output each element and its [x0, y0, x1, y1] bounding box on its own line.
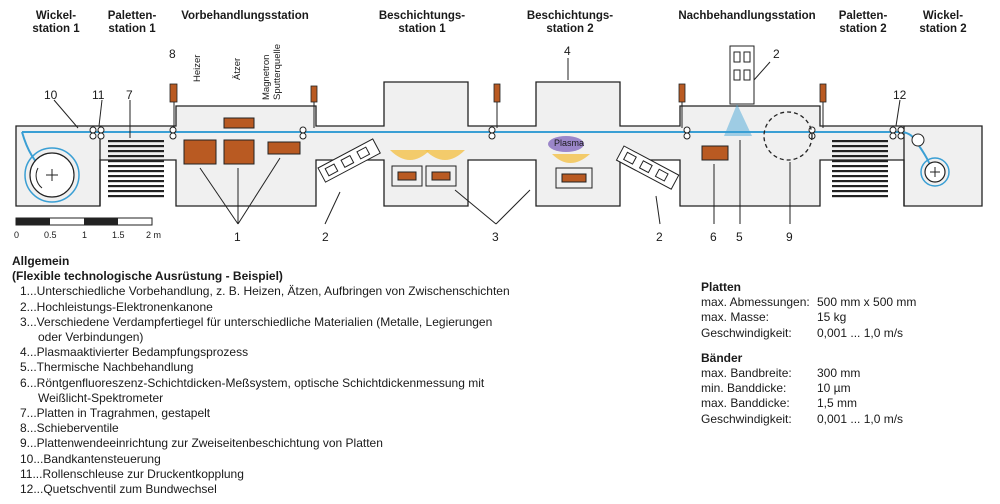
- spec-row: max. Abmessungen:500 mm x 500 mm: [701, 295, 917, 310]
- callout-2-top: 2: [773, 47, 780, 61]
- header-palettenstation-1: Paletten- station 1: [107, 10, 157, 35]
- plate-turner: [763, 111, 813, 161]
- electron-gun-right: [615, 145, 680, 190]
- callout-5: 5: [736, 230, 743, 244]
- callout-12: 12: [893, 88, 907, 102]
- vacuum-line-diagram: [15, 45, 983, 226]
- scale-tick-15: 1.5: [112, 230, 125, 240]
- specs-platten-title: Platten: [701, 280, 742, 294]
- legend-item-continued: oder Verbindungen): [38, 330, 144, 345]
- spec-row: max. Masse:15 kg: [701, 310, 847, 325]
- header-beschichtungsstation-1: Beschichtungs- station 1: [378, 10, 466, 35]
- callout-4: 4: [564, 44, 571, 58]
- callout-10: 10: [44, 88, 58, 102]
- callout-3: 3: [492, 230, 499, 244]
- scale-bar: [15, 217, 153, 226]
- legend-item: 4...Plasmaaktivierter Bedampfungsprozess: [20, 345, 249, 360]
- callout-2-right: 2: [656, 230, 663, 244]
- electron-gun-top: [729, 45, 755, 105]
- legend-item: 11...Rollenschleuse zur Druckentkopplung: [20, 466, 244, 481]
- measurement-device: [701, 145, 729, 161]
- heater-device: [183, 139, 217, 165]
- legend-item: 1...Unterschiedliche Vorbehandlung, z. B…: [20, 284, 510, 299]
- legend-item: 2...Hochleistungs-Elektronenkanone: [20, 299, 213, 314]
- pallet-stack-1: [108, 140, 164, 200]
- label-magnetron: Magnetron Sputterquelle: [261, 44, 283, 100]
- header-vorbehandlungsstation: Vorbehandlungsstation: [181, 10, 309, 22]
- legend-item: 10...Bandkantensteuerung: [20, 451, 161, 466]
- callout-6: 6: [710, 230, 717, 244]
- scale-tick-0: 0: [14, 230, 20, 240]
- legend-item: 12...Quetschventil zum Bundwechsel: [20, 482, 217, 497]
- callout-7: 7: [126, 88, 133, 102]
- legend: Allgemein (Flexible technologische Ausrü…: [12, 254, 510, 497]
- header-nachbehandlungsstation: Nachbehandlungsstation: [678, 10, 816, 22]
- header-palettenstation-2: Paletten- station 2: [838, 10, 888, 35]
- legend-item: 9...Plattenwendeeinrichtung zur Zweiseit…: [20, 436, 383, 451]
- scale-tick-2m: 2 m: [146, 230, 162, 240]
- legend-subtitle: (Flexible technologische Ausrüstung - Be…: [12, 269, 283, 284]
- header-wickelstation-1: Wickel- station 1: [32, 10, 80, 35]
- plasma-cloud: [548, 136, 584, 152]
- legend-item-continued: Weißlicht-Spektrometer: [38, 390, 164, 405]
- spec-row: Geschwindigkeit:0,001 ... 1,0 m/s: [701, 411, 904, 426]
- label-plasma: Plasma: [554, 138, 585, 148]
- etcher-device: [223, 117, 255, 129]
- spec-row: min. Banddicke:10 µm: [701, 381, 851, 396]
- pallet-stack-2: [832, 140, 888, 200]
- label-heizer: Heizer: [192, 54, 203, 82]
- sputter-source: [267, 141, 301, 155]
- scale-tick-1: 1: [82, 230, 88, 240]
- header-beschichtungsstation-2: Beschichtungs- station 2: [526, 10, 614, 35]
- legend-item: 3...Verschiedene Verdampfertiegel für un…: [20, 314, 493, 329]
- crucibles-station-1: [390, 150, 465, 187]
- callout-8: 8: [169, 47, 176, 61]
- callout-11: 11: [92, 88, 105, 102]
- header-wickelstation-2: Wickel- station 2: [919, 10, 967, 35]
- electron-gun-left: [317, 138, 381, 183]
- legend-title: Allgemein: [12, 254, 70, 268]
- callout-2-left: 2: [322, 230, 329, 244]
- callout-1: 1: [234, 230, 241, 244]
- specs-baender-title: Bänder: [701, 350, 743, 365]
- specs-panel: Platten max. Abmessungen:500 mm x 500 mm…: [701, 280, 916, 427]
- thermal-beam: [724, 104, 752, 136]
- scale-tick-05: 0.5: [44, 230, 57, 240]
- spec-row: Geschwindigkeit:0,001 ... 1,0 m/s: [701, 325, 904, 340]
- label-aetzer: Ätzer: [232, 57, 243, 80]
- spec-row: max. Banddicke:1,5 mm: [701, 396, 858, 411]
- legend-item: 6...Röntgenfluoreszenz-Schichtdicken-Meß…: [20, 375, 485, 390]
- legend-item: 7...Platten in Tragrahmen, gestapelt: [20, 406, 211, 421]
- spec-row: max. Bandbreite:300 mm: [701, 366, 861, 381]
- legend-item: 8...Schieberventile: [20, 421, 119, 436]
- callout-9: 9: [786, 230, 793, 244]
- legend-item: 5...Thermische Nachbehandlung: [20, 360, 194, 375]
